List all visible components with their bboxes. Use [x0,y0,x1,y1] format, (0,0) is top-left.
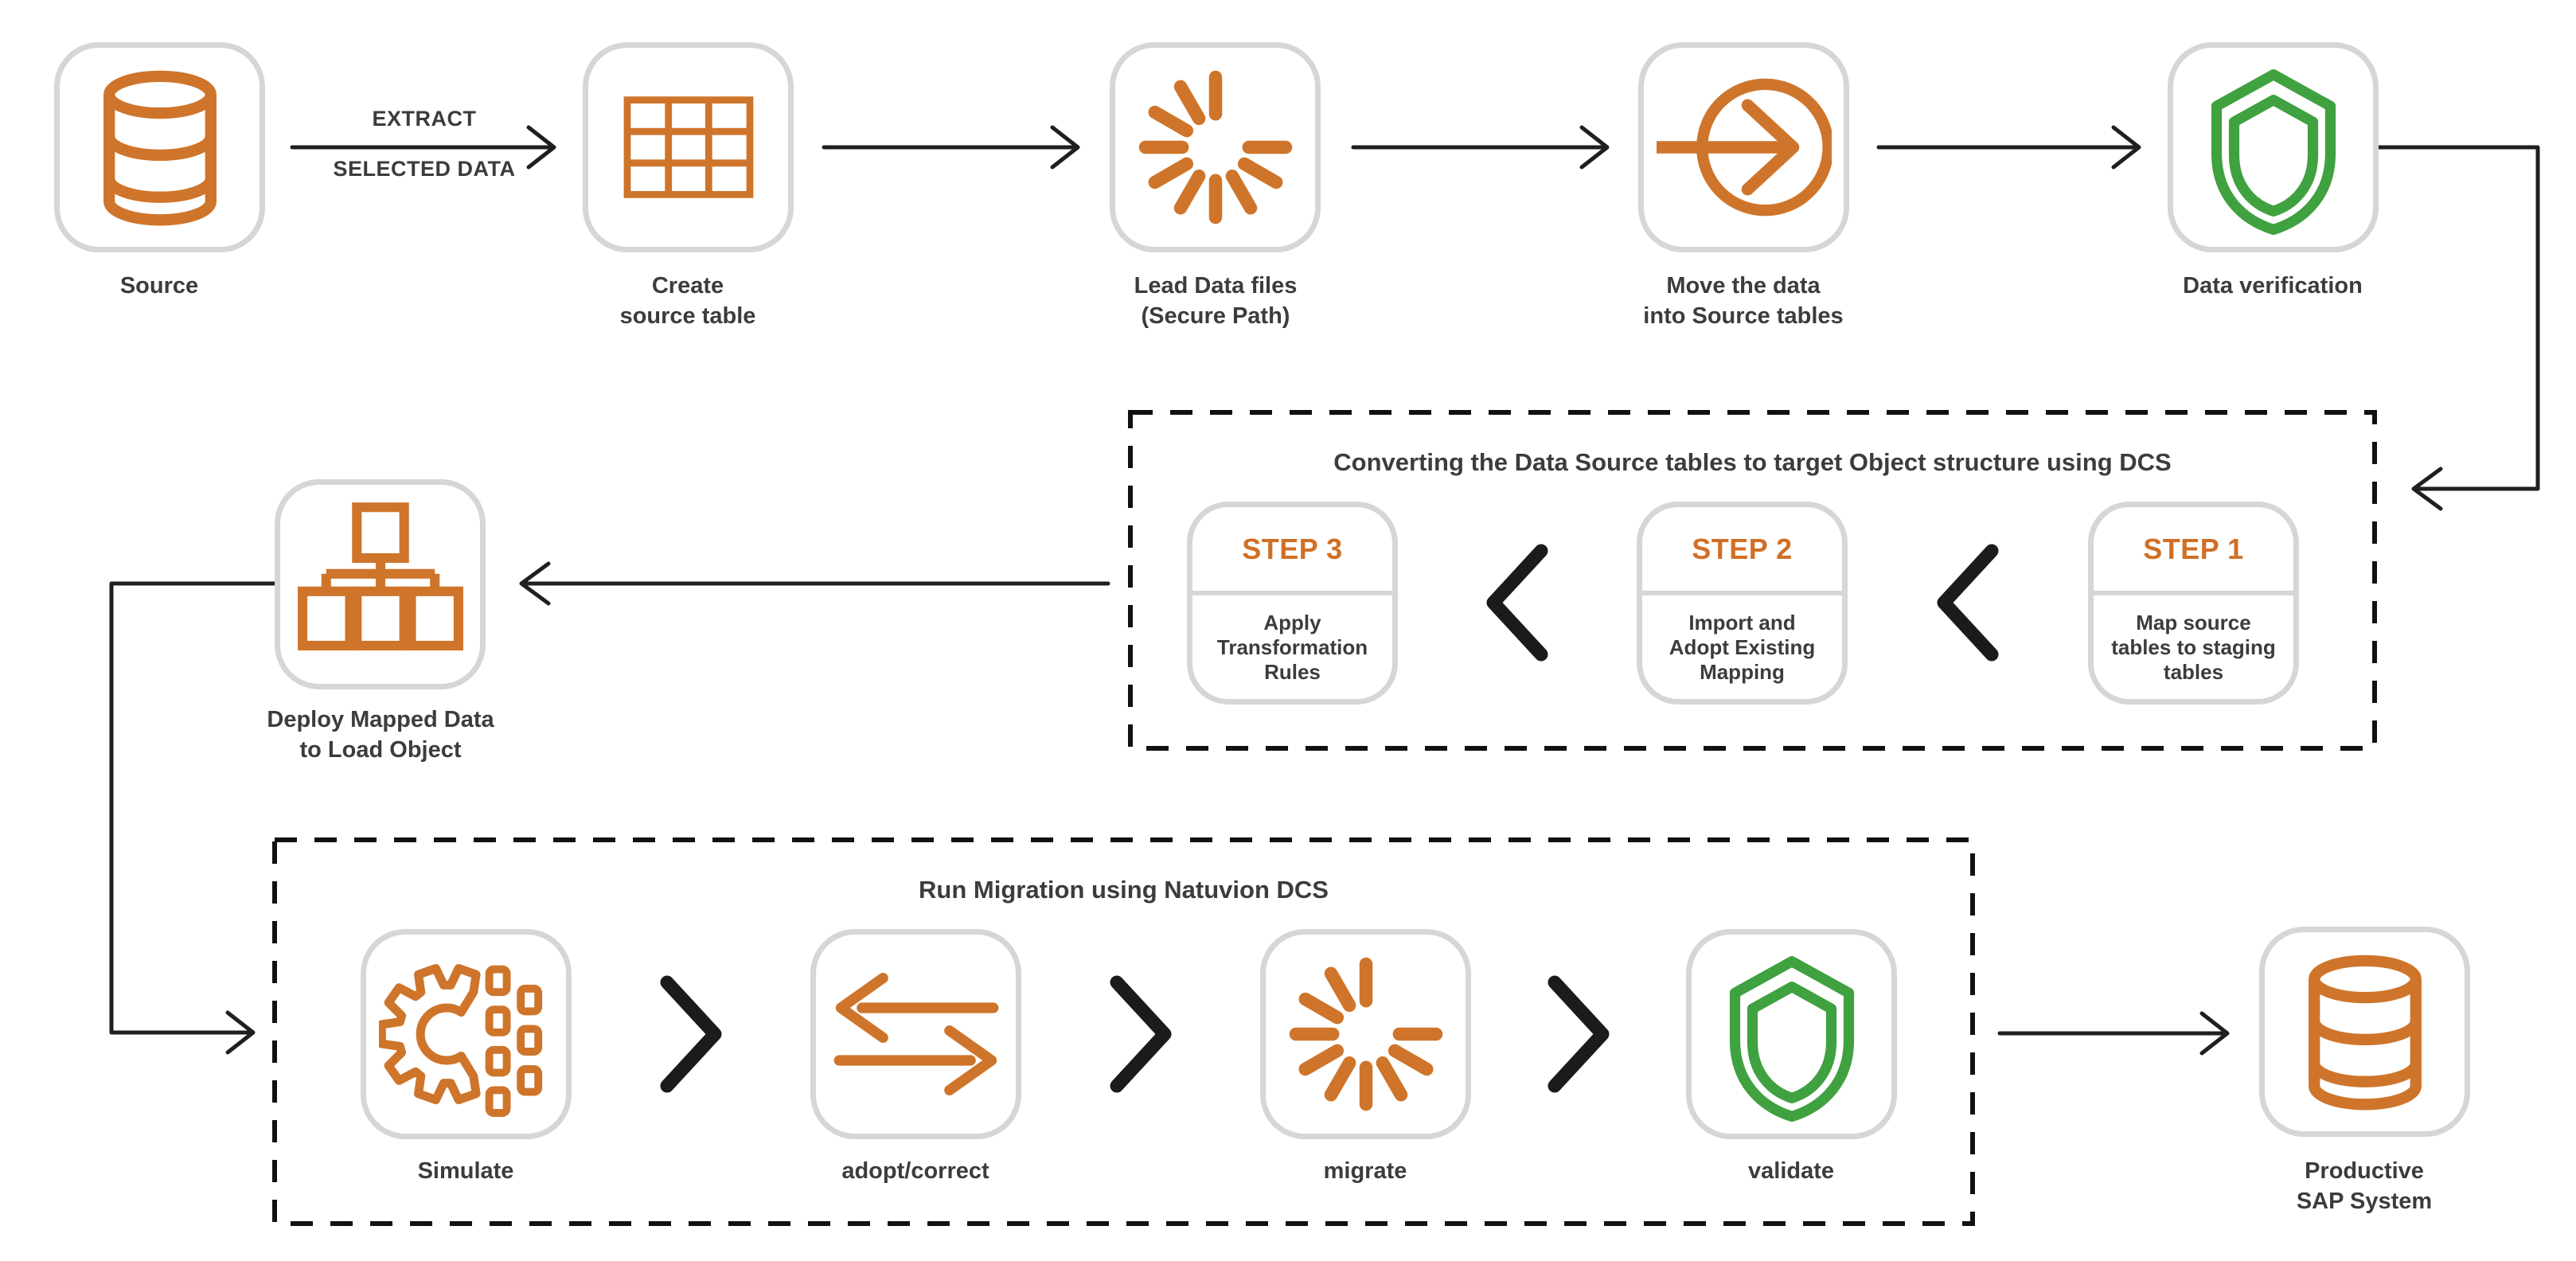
step-card-1: STEP 1 Map source tables to staging tabl… [2088,502,2299,705]
node-data-verification-label: Data verification [2183,273,2363,299]
chevron-right-icon [660,975,722,1093]
migration-dashed-box [272,837,1975,1226]
node-adopt-correct [810,929,1021,1139]
elbow-verify-to-step1 [2376,145,2540,511]
node-productive-sap-system-label: Productive SAP System [2296,1158,2433,1214]
node-move-data [1638,42,1849,252]
node-move-data-label: Move the data into Source tables [1643,273,1844,329]
chevron-left-icon [1486,544,1548,662]
arrow-validate-to-sap [1997,1011,2230,1056]
spinner-icon [1138,70,1292,224]
step-3-body: Apply Transformation Rules [1216,610,1368,684]
step-card-2: STEP 2 Import and Adopt Existing Mapping [1637,502,1848,705]
node-lead-data-files [1110,42,1321,252]
arrow-move-to-verify [1876,125,2141,170]
node-source-label: Source [119,273,199,299]
extract-arrow-label-top: EXTRACT [372,107,477,131]
swap-arrows-icon [833,973,998,1095]
arrow-conversion-to-deploy [519,561,1110,606]
node-create-source-table [583,42,794,252]
chevron-right-icon [1548,975,1610,1093]
node-simulate [361,929,572,1139]
arrow-into-circle-icon [1656,78,1832,217]
spinner-icon [1289,957,1442,1111]
migration-box-title: Run Migration using Natuvion DCS [919,876,1329,904]
node-deploy-mapped-data [275,479,486,689]
step-2-body: Import and Adopt Existing Mapping [1669,610,1816,684]
step-1-body: Map source tables to staging tables [2111,610,2276,684]
arrow-extract [290,125,556,170]
gear-data-icon [378,964,542,1117]
node-validate [1686,929,1897,1139]
node-validate-label: validate [1748,1158,1834,1184]
table-grid-icon [623,96,753,198]
elbow-deploy-to-migration [109,581,277,1055]
shield-icon [2211,69,2336,235]
chevron-right-icon [1110,975,1172,1093]
node-migrate [1260,929,1471,1139]
step-1-title: STEP 1 [2094,507,2293,595]
chevron-left-icon [1937,544,1999,662]
arrow-lead-to-move [1351,125,1610,170]
conversion-box-title: Converting the Data Source tables to tar… [1333,448,2172,476]
conversion-dashed-box [1128,410,2377,751]
extract-arrow-label-bottom: SELECTED DATA [333,157,516,181]
node-adopt-correct-label: adopt/correct [841,1158,989,1184]
node-create-source-table-label: Create source table [619,273,756,329]
shield-icon [1729,956,1854,1122]
node-source [54,42,265,252]
database-icon [103,70,217,226]
node-simulate-label: Simulate [417,1158,514,1184]
database-icon [2308,955,2422,1111]
node-deploy-mapped-data-label: Deploy Mapped Data to Load Object [267,707,494,763]
node-lead-data-files-label: Lead Data files (Secure Path) [1134,273,1298,329]
step-card-3: STEP 3 Apply Transformation Rules [1187,502,1398,705]
step-3-title: STEP 3 [1192,507,1392,595]
step-2-title: STEP 2 [1642,507,1842,595]
node-data-verification [2168,42,2379,252]
arrow-create-to-lead [822,125,1080,170]
hierarchy-icon [297,502,463,651]
node-productive-sap-system [2259,927,2470,1137]
node-migrate-label: migrate [1323,1158,1407,1184]
